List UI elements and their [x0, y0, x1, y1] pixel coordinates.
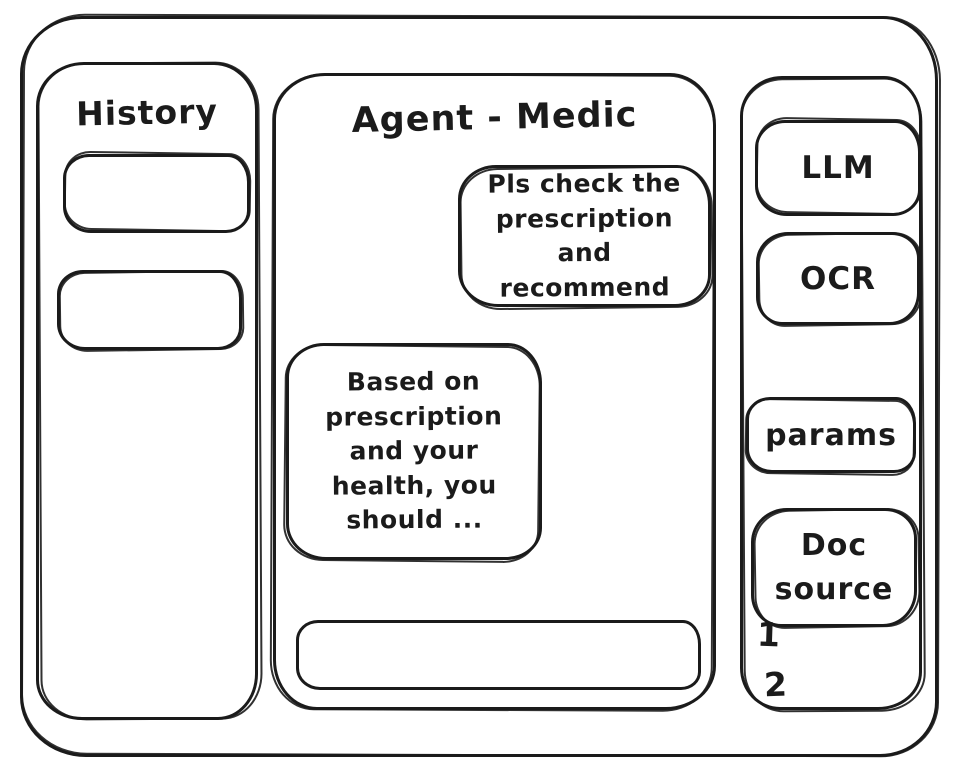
history-panel: History	[36, 62, 258, 720]
params-button-label: params	[765, 417, 897, 453]
doc-source-label: Doc source	[774, 528, 894, 607]
history-item-2[interactable]	[57, 270, 242, 350]
params-button[interactable]: params	[746, 397, 916, 473]
message-input[interactable]	[296, 620, 701, 690]
doc-source-item-1[interactable]: 1	[756, 614, 781, 655]
doc-source-button[interactable]: Doc source	[751, 508, 917, 627]
chat-title: Agent - Medic	[351, 95, 638, 141]
llm-button[interactable]: LLM	[755, 120, 921, 216]
llm-button-label: LLM	[801, 150, 875, 186]
tools-panel: LLM OCR params Doc source 1 2	[740, 76, 922, 710]
user-message-bubble: Pls check the prescription and recommend	[458, 165, 711, 307]
agent-message-text: Based on prescription and your health, y…	[325, 366, 503, 535]
chat-panel: Agent - Medic Pls check the prescription…	[273, 73, 716, 710]
user-message-text: Pls check the prescription and recommend	[487, 168, 681, 303]
history-title: History	[75, 91, 219, 134]
ocr-button-label: OCR	[800, 260, 876, 297]
ocr-button[interactable]: OCR	[756, 232, 920, 325]
history-item-1[interactable]	[63, 154, 250, 233]
doc-source-item-2[interactable]: 2	[763, 664, 788, 705]
agent-message-bubble: Based on prescription and your health, y…	[286, 343, 542, 560]
